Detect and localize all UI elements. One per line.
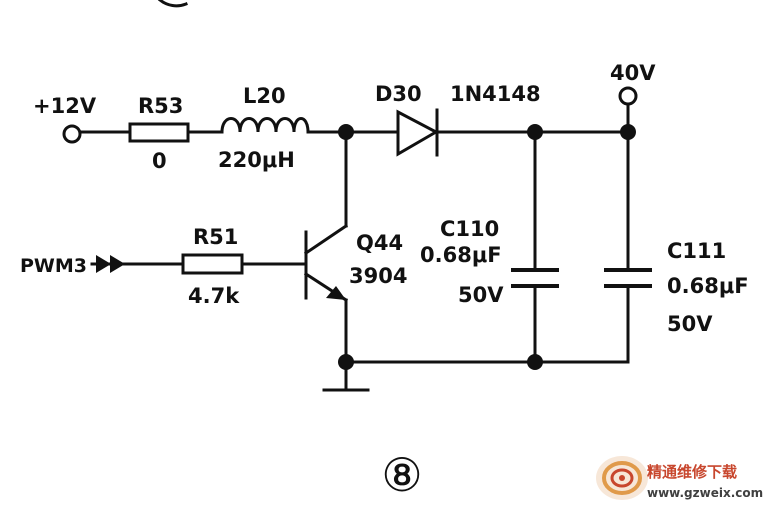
label-r53-value: 0	[152, 149, 167, 173]
label-pwm: PWM3	[20, 255, 87, 277]
junction-node	[527, 354, 543, 370]
watermark-logo-icon	[596, 456, 648, 500]
figure-number: ⑧	[381, 448, 422, 502]
junction-node	[527, 124, 543, 140]
junction-node	[338, 124, 354, 140]
label-c111-voltage: 50V	[667, 312, 713, 336]
label-vin: +12V	[33, 94, 97, 118]
label-d30: D30	[375, 82, 422, 106]
label-c111: C111	[667, 239, 726, 263]
diode-d30	[396, 108, 440, 157]
label-l20: L20	[243, 84, 286, 108]
label-c111-value: 0.68μF	[667, 274, 749, 298]
vin-terminal	[62, 124, 82, 144]
inductor-l20	[220, 117, 310, 134]
junction-node	[338, 354, 354, 370]
label-r53: R53	[138, 94, 183, 118]
label-c110-voltage: 50V	[458, 283, 504, 307]
label-r51: R51	[193, 225, 238, 249]
label-c110: C110	[440, 217, 499, 241]
watermark: 精通维修下载 www.gzweix.com	[596, 456, 763, 500]
junction-node	[620, 124, 636, 140]
watermark-name: 精通维修下载	[647, 463, 737, 481]
previous-figure-marker	[157, 0, 188, 8]
label-q44: Q44	[356, 231, 403, 255]
resistor-r51	[181, 253, 244, 275]
capacitor-c110	[511, 268, 559, 288]
label-q44-part: 3904	[349, 264, 407, 288]
resistor-r53	[128, 122, 190, 143]
transistor-q44	[304, 230, 346, 300]
pwm-input-arrow	[90, 255, 130, 273]
label-r51-value: 4.7k	[188, 284, 240, 308]
wires	[78, 102, 630, 390]
watermark-url: www.gzweix.com	[647, 486, 763, 500]
capacitor-c111	[604, 268, 652, 288]
label-vout: 40V	[610, 61, 656, 85]
label-l20-value: 220μH	[218, 148, 295, 172]
vout-terminal	[618, 86, 638, 106]
label-c110-value: 0.68μF	[420, 243, 502, 267]
label-d30-part: 1N4148	[450, 82, 541, 106]
